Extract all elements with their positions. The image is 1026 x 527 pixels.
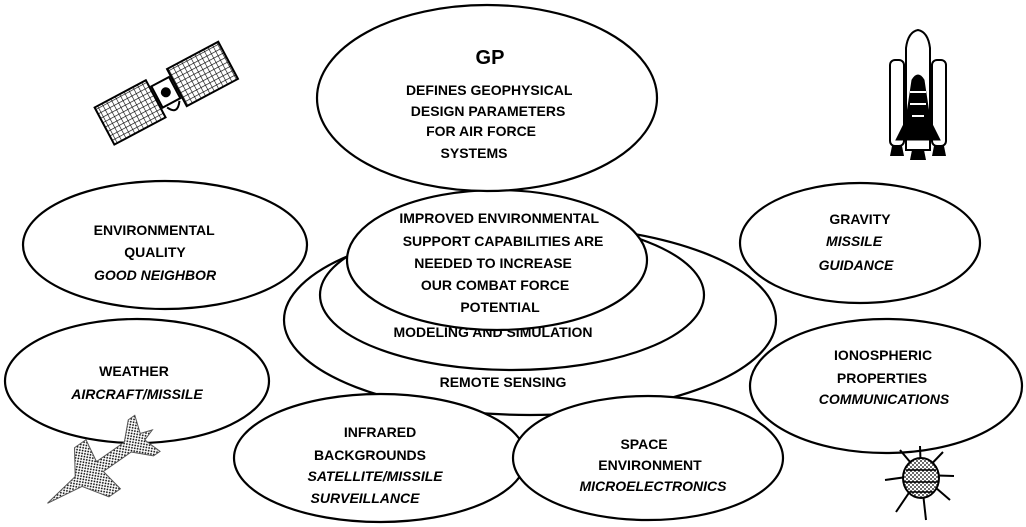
gravity-italic-1: MISSILE [826, 233, 883, 249]
environmental-line-1: ENVIRONMENTAL [94, 222, 216, 238]
svg-text:ENVIRONMENTAL QUALITY: ENVIRONMENTAL QUALITY [94, 222, 219, 260]
center-line-3: NEEDED TO INCREASE [414, 255, 572, 271]
environmental-quality-oval: ENVIRONMENTAL QUALITY GOOD NEIGHBOR [21, 179, 309, 311]
weather-italic: AIRCRAFT/MISSILE [70, 386, 203, 402]
gp-line-4: SYSTEMS [441, 145, 508, 161]
svg-text:SATELLITE/MISSILE SURVEI: SATELLITE/MISSILE SURVEILLANCE [308, 468, 447, 506]
ionospheric-italic: COMMUNICATIONS [819, 391, 950, 407]
gp-text: DEFINES GEOPHYSICAL DESIGN PARAMETERS FO… [406, 82, 576, 161]
satellite-icon [93, 40, 240, 146]
weather-line: WEATHER [99, 363, 169, 379]
center-line-5: POTENTIAL [460, 299, 540, 315]
space-line-2: ENVIRONMENT [598, 457, 702, 473]
ionospheric-line-2: PROPERTIES [837, 370, 927, 386]
gp-title: GP [476, 47, 505, 69]
svg-text:IONOSPHERIC PROPERTIES: IONOSPHERIC PROPERTIES [834, 347, 936, 386]
gp-oval: GP DEFINES GEOPHYSICAL DESIGN PARAMETERS… [315, 3, 659, 193]
center-text: IMPROVED ENVIRONMENTAL SUPPORT CAPABILIT… [399, 210, 607, 315]
modeling-simulation-label: MODELING AND SIMULATION [393, 324, 592, 340]
svg-text:MISSILE GUIDANCE: MISSILE GUIDANCE [819, 233, 894, 273]
center-line-1: IMPROVED ENVIRONMENTAL [399, 210, 599, 226]
infrared-line-1: INFRARED [344, 424, 416, 440]
gravity-oval: GRAVITY MISSILE GUIDANCE [738, 181, 982, 305]
svg-text:INFRARED BACKGROUNDS: INFRARED BACKGROUNDS [314, 424, 426, 463]
gp-line-3: FOR AIR FORCE [426, 123, 536, 139]
ionospheric-oval: IONOSPHERIC PROPERTIES COMMUNICATIONS [748, 317, 1024, 455]
space-line-1: SPACE [620, 436, 667, 452]
center-line-4: OUR COMBAT FORCE [421, 277, 569, 293]
ionospheric-line-1: IONOSPHERIC [834, 347, 932, 363]
environmental-italic: GOOD NEIGHBOR [94, 267, 217, 283]
space-probe-icon [884, 445, 955, 521]
environmental-line-2: QUALITY [124, 244, 186, 260]
svg-text:SPACE ENVIRONMENT: SPACE ENVIRONMENT [598, 436, 702, 473]
infrared-italic-1: SATELLITE/MISSILE [308, 468, 444, 484]
remote-sensing-label: REMOTE SENSING [440, 374, 567, 390]
fighter-jet-icon [47, 414, 161, 504]
space-environment-oval: SPACE ENVIRONMENT MICROELECTRONICS [511, 394, 785, 522]
infrared-italic-2: SURVEILLANCE [311, 490, 421, 506]
gp-line-2: DESIGN PARAMETERS [411, 103, 566, 119]
space-shuttle-icon [889, 28, 947, 160]
gp-line-1: DEFINES GEOPHYSICAL [406, 82, 573, 98]
center-oval: IMPROVED ENVIRONMENTAL SUPPORT CAPABILIT… [345, 188, 649, 332]
gravity-italic-2: GUIDANCE [819, 257, 894, 273]
space-italic: MICROELECTRONICS [580, 478, 728, 494]
center-line-2: SUPPORT CAPABILITIES ARE [403, 233, 604, 249]
gravity-line: GRAVITY [829, 211, 891, 227]
infrared-oval: INFRARED BACKGROUNDS SATELLITE/MISSILE S… [232, 392, 528, 524]
infrared-line-2: BACKGROUNDS [314, 447, 426, 463]
